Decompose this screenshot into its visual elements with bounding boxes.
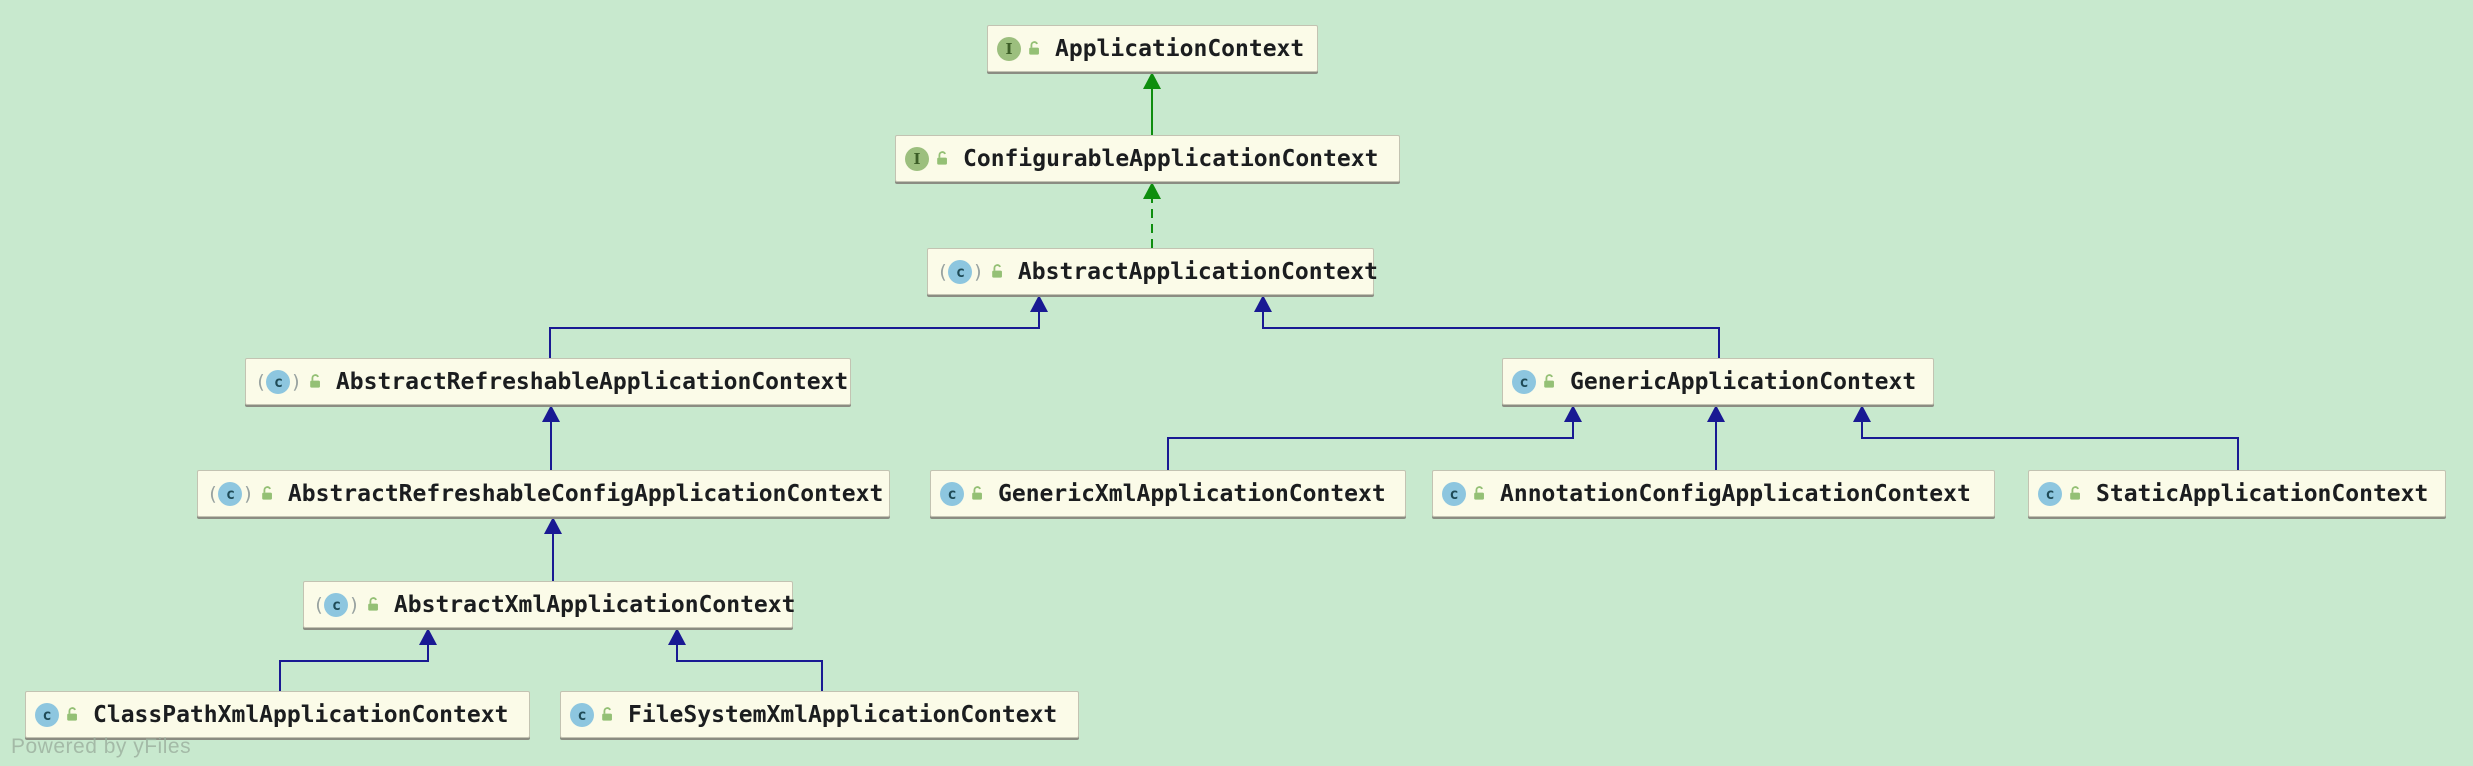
unlocked-icon <box>1026 40 1043 57</box>
class-node-class-path-xml-application-context[interactable]: c ClassPathXmlApplicationContext <box>25 691 530 738</box>
class-node-abstract-application-context[interactable]: (c) AbstractApplicationContext <box>927 248 1378 295</box>
class-name-label: StaticApplicationContext <box>2096 480 2429 507</box>
class-node-static-application-context[interactable]: c StaticApplicationContext <box>2028 470 2446 517</box>
class-icon: c <box>1442 481 1466 506</box>
class-icon: c <box>1512 369 1536 394</box>
unlocked-icon <box>599 706 616 723</box>
class-name-label: AbstractApplicationContext <box>1017 258 1378 285</box>
edge-class-path-xml-application-context-extends <box>279 628 437 691</box>
edge-abstract-refreshable-config-application-context-extends <box>542 405 560 470</box>
class-name-label: ConfigurableApplicationContext <box>963 145 1379 172</box>
class-node-abstract-refreshable-config-application-context[interactable]: (c) AbstractRefreshableConfigApplicationC… <box>197 470 890 517</box>
edge-annotation-config-application-context-extends <box>1707 405 1725 470</box>
class-node-generic-application-context[interactable]: c GenericApplicationContext <box>1502 358 1934 405</box>
class-node-application-context[interactable]: I ApplicationContext <box>987 25 1318 72</box>
class-icon: c <box>35 702 59 727</box>
unlocked-icon <box>64 706 81 723</box>
class-node-generic-xml-application-context[interactable]: c GenericXmlApplicationContext <box>930 470 1406 517</box>
class-name-label: ApplicationContext <box>1055 35 1305 62</box>
class-name-label: AbstractRefreshableApplicationContext <box>335 368 849 395</box>
unlocked-icon <box>969 485 986 502</box>
unlocked-icon <box>934 150 951 167</box>
edge-file-system-xml-application-context-extends <box>668 628 823 691</box>
interface-icon: I <box>997 36 1021 61</box>
unlocked-icon <box>989 263 1006 280</box>
abstract-class-icon: (c) <box>937 259 984 284</box>
class-name-label: AbstractXmlApplicationContext <box>393 591 796 618</box>
class-name-label: AbstractRefreshableConfigApplicationCont… <box>287 480 884 507</box>
abstract-class-icon: (c) <box>255 369 302 394</box>
class-name-label: ClassPathXmlApplicationContext <box>93 701 509 728</box>
edge-static-application-context-extends <box>1853 405 2239 470</box>
edge-generic-application-context-extends <box>1254 295 1720 358</box>
edge-abstract-refreshable-application-context-extends <box>549 295 1048 358</box>
class-node-file-system-xml-application-context[interactable]: c FileSystemXmlApplicationContext <box>560 691 1079 738</box>
class-name-label: GenericXmlApplicationContext <box>998 480 1386 507</box>
class-icon: c <box>2038 481 2062 506</box>
class-node-annotation-config-application-context[interactable]: c AnnotationConfigApplicationContext <box>1432 470 1995 517</box>
unlocked-icon <box>1541 373 1558 390</box>
class-icon: c <box>570 702 594 727</box>
unlocked-icon <box>259 485 276 502</box>
class-name-label: GenericApplicationContext <box>1570 368 1917 395</box>
edge-abstract-application-context-implements <box>1143 182 1161 248</box>
edge-abstract-xml-application-context-extends <box>544 517 562 581</box>
class-name-label: AnnotationConfigApplicationContext <box>1500 480 1971 507</box>
unlocked-icon <box>1471 485 1488 502</box>
edge-generic-xml-application-context-extends <box>1167 405 1582 470</box>
unlocked-icon <box>2067 485 2084 502</box>
unlocked-icon <box>365 596 382 613</box>
yfiles-watermark: Powered by yFiles <box>11 735 192 758</box>
class-node-abstract-refreshable-application-context[interactable]: (c) AbstractRefreshableApplicationContext <box>245 358 851 405</box>
abstract-class-icon: (c) <box>207 481 254 506</box>
class-node-abstract-xml-application-context[interactable]: (c) AbstractXmlApplicationContext <box>303 581 796 628</box>
class-node-configurable-application-context[interactable]: I ConfigurableApplicationContext <box>895 135 1400 182</box>
interface-icon: I <box>905 146 929 171</box>
class-icon: c <box>940 481 964 506</box>
unlocked-icon <box>307 373 324 390</box>
edge-configurable-application-context-extends-interface <box>1143 72 1161 135</box>
abstract-class-icon: (c) <box>313 592 360 617</box>
class-name-label: FileSystemXmlApplicationContext <box>628 701 1058 728</box>
